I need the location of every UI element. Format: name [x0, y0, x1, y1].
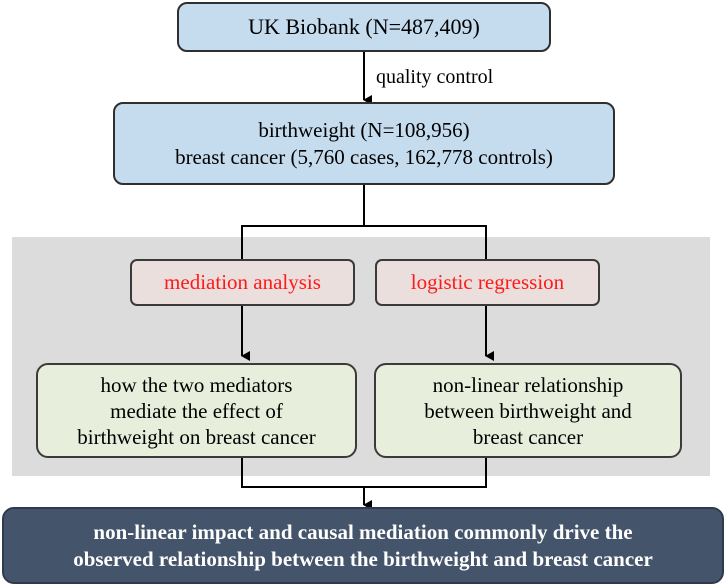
mediation-analysis-box: mediation analysis — [130, 259, 355, 306]
conclusion-line: non-linear impact and causal mediation c… — [93, 519, 633, 544]
mediation-result-box: how the two mediators mediate the effect… — [36, 363, 357, 458]
nonlinear-result-line: between birthweight and — [424, 398, 632, 423]
uk-biobank-box: UK Biobank (N=487,409) — [177, 2, 551, 52]
cohort-box: birthweight (N=108,956) breast cancer (5… — [113, 102, 615, 185]
conclusion-box: non-linear impact and causal mediation c… — [2, 507, 724, 584]
mediation-result-line: how the two mediators — [100, 372, 293, 397]
nonlinear-result-line: breast cancer — [472, 424, 584, 449]
nonlinear-result-line: non-linear relationship — [432, 372, 624, 397]
uk-biobank-label: UK Biobank (N=487,409) — [248, 14, 480, 39]
cohort-birthweight: birthweight (N=108,956) — [258, 117, 470, 142]
mediation-result-line: mediate the effect of — [110, 398, 283, 423]
cohort-breast-cancer: breast cancer (5,760 cases, 162,778 cont… — [175, 144, 553, 169]
logistic-regression-box: logistic regression — [375, 259, 600, 306]
mediation-result-line: birthweight on breast cancer — [77, 424, 316, 449]
nonlinear-result-box: non-linear relationship between birthwei… — [374, 363, 682, 458]
conclusion-line: observed relationship between the birthw… — [73, 546, 653, 571]
mediation-analysis-label: mediation analysis — [164, 270, 321, 294]
logistic-regression-label: logistic regression — [410, 270, 565, 294]
quality-control-label: quality control — [376, 66, 494, 88]
